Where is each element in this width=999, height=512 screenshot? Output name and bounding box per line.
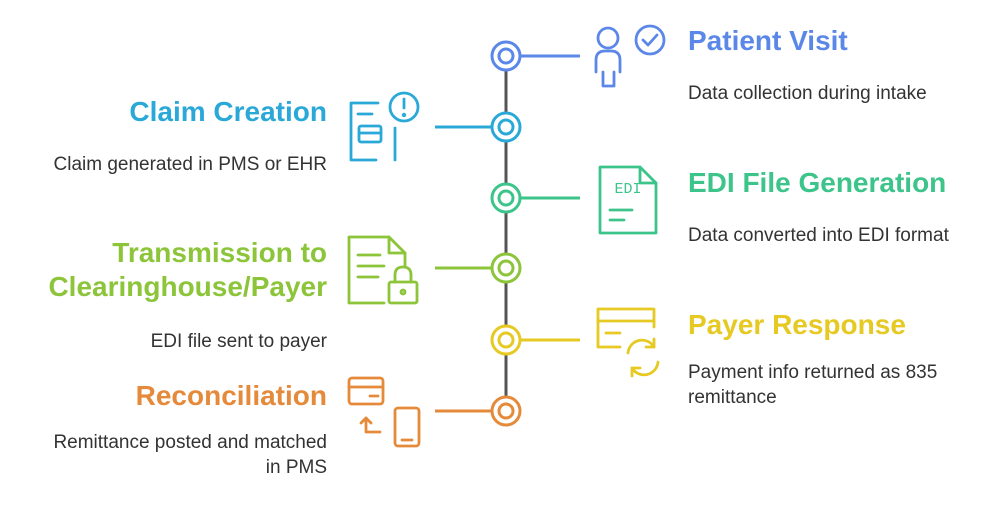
step-title-patient-visit: Patient Visit [688, 25, 848, 56]
edi-document-icon: EDI [598, 165, 658, 235]
step-title-transmission-line-1: Transmission to [112, 237, 327, 268]
step-desc-transmission: EDI file sent to payer [150, 331, 327, 352]
step-desc-patient-visit: Data collection during intake [688, 83, 927, 104]
step-desc-edi-generation: Data converted into EDI format [688, 225, 949, 246]
step-title-transmission-line-2: Clearinghouse/Payer [48, 271, 327, 302]
node-claim-creation [490, 111, 522, 143]
step-desc-payer-response: Payment info returned as 835 remittance [688, 360, 937, 410]
step-desc-reconciliation: Remittance posted and matched in PMS [53, 430, 327, 480]
step-desc-claim-creation: Claim generated in PMS or EHR [53, 154, 328, 175]
node-reconciliation [490, 395, 522, 427]
step-title-payer-response: Payer Response [688, 309, 906, 340]
node-payer-response [490, 324, 522, 356]
claim-alert-icon [349, 91, 420, 162]
step-title-reconciliation: Reconciliation [135, 380, 327, 411]
edi-icon-label: EDI [614, 181, 641, 198]
step-title-transmission: Transmission to Clearinghouse/Payer [48, 236, 327, 304]
card-refresh-icon [596, 307, 660, 378]
step-desc-payer-response-line-1: Payment info returned as 835 [688, 362, 938, 383]
step-title-edi-generation: EDI File Generation [688, 167, 947, 198]
step-desc-reconciliation-line-2: in PMS [265, 457, 327, 478]
node-patient-visit [490, 40, 522, 72]
node-edi-generation [490, 182, 522, 214]
document-lock-icon [347, 235, 419, 305]
step-desc-payer-response-line-2: remittance [688, 387, 777, 408]
card-to-phone-icon [347, 376, 421, 448]
person-check-icon [594, 24, 666, 88]
step-desc-reconciliation-line-1: Remittance posted and matched [53, 432, 327, 453]
node-transmission [490, 252, 522, 284]
step-title-claim-creation: Claim Creation [129, 96, 327, 127]
